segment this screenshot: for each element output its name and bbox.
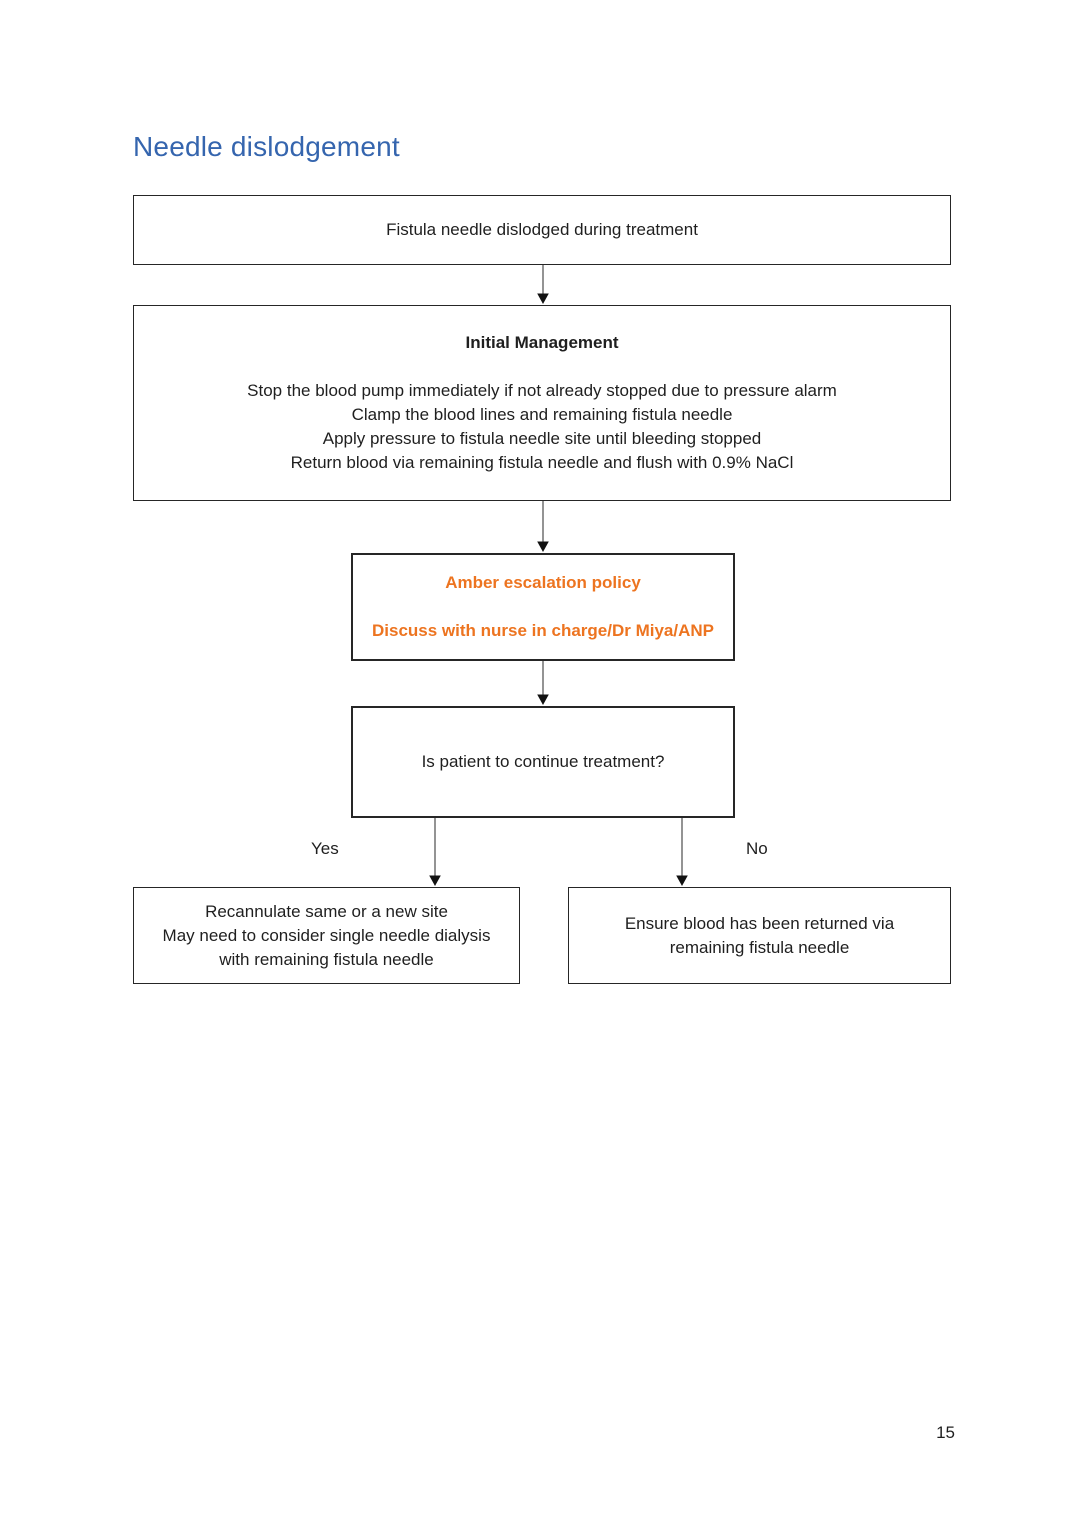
flowchart-node-start: Fistula needle dislodged during treatmen… — [133, 195, 951, 265]
node-text: Return blood via remaining fistula needl… — [290, 453, 794, 472]
branch-label-yes: Yes — [311, 839, 339, 858]
node-text: Is patient to continue treatment? — [421, 752, 665, 771]
flowchart-node-amber-escalation: Amber escalation policy Discuss with nur… — [351, 553, 735, 661]
page-title: Needle dislodgement — [133, 131, 400, 162]
node-text: Amber escalation policy — [445, 573, 641, 592]
arrowhead-down-icon — [537, 694, 549, 705]
node-text: with remaining fistula needle — [219, 949, 434, 969]
node-text: Clamp the blood lines and remaining fist… — [351, 405, 733, 424]
node-heading: Initial Management — [465, 333, 619, 352]
flowchart-node-no-outcome: Ensure blood has been returned via remai… — [568, 887, 951, 984]
node-text: remaining fistula needle — [669, 937, 850, 957]
node-text: Ensure blood has been returned via — [624, 913, 895, 933]
page-number: 15 — [936, 1423, 955, 1442]
flowchart-node-decision: Is patient to continue treatment? — [351, 706, 735, 818]
node-text: Apply pressure to fistula needle site un… — [322, 429, 762, 448]
node-text: Recannulate same or a new site — [205, 901, 448, 921]
node-text: Stop the blood pump immediately if not a… — [247, 381, 837, 400]
arrowhead-down-icon — [429, 875, 441, 886]
branch-label-no: No — [746, 839, 768, 858]
node-text: Discuss with nurse in charge/Dr Miya/ANP — [372, 621, 714, 640]
arrowhead-down-icon — [537, 293, 549, 304]
node-text: May need to consider single needle dialy… — [162, 925, 491, 945]
flowchart-node-yes-outcome: Recannulate same or a new site May need … — [133, 887, 520, 984]
arrowhead-down-icon — [537, 541, 549, 552]
flowchart-node-initial-management: Initial Management Stop the blood pump i… — [133, 305, 951, 501]
node-text: Fistula needle dislodged during treatmen… — [386, 220, 698, 239]
arrowhead-down-icon — [676, 875, 688, 886]
